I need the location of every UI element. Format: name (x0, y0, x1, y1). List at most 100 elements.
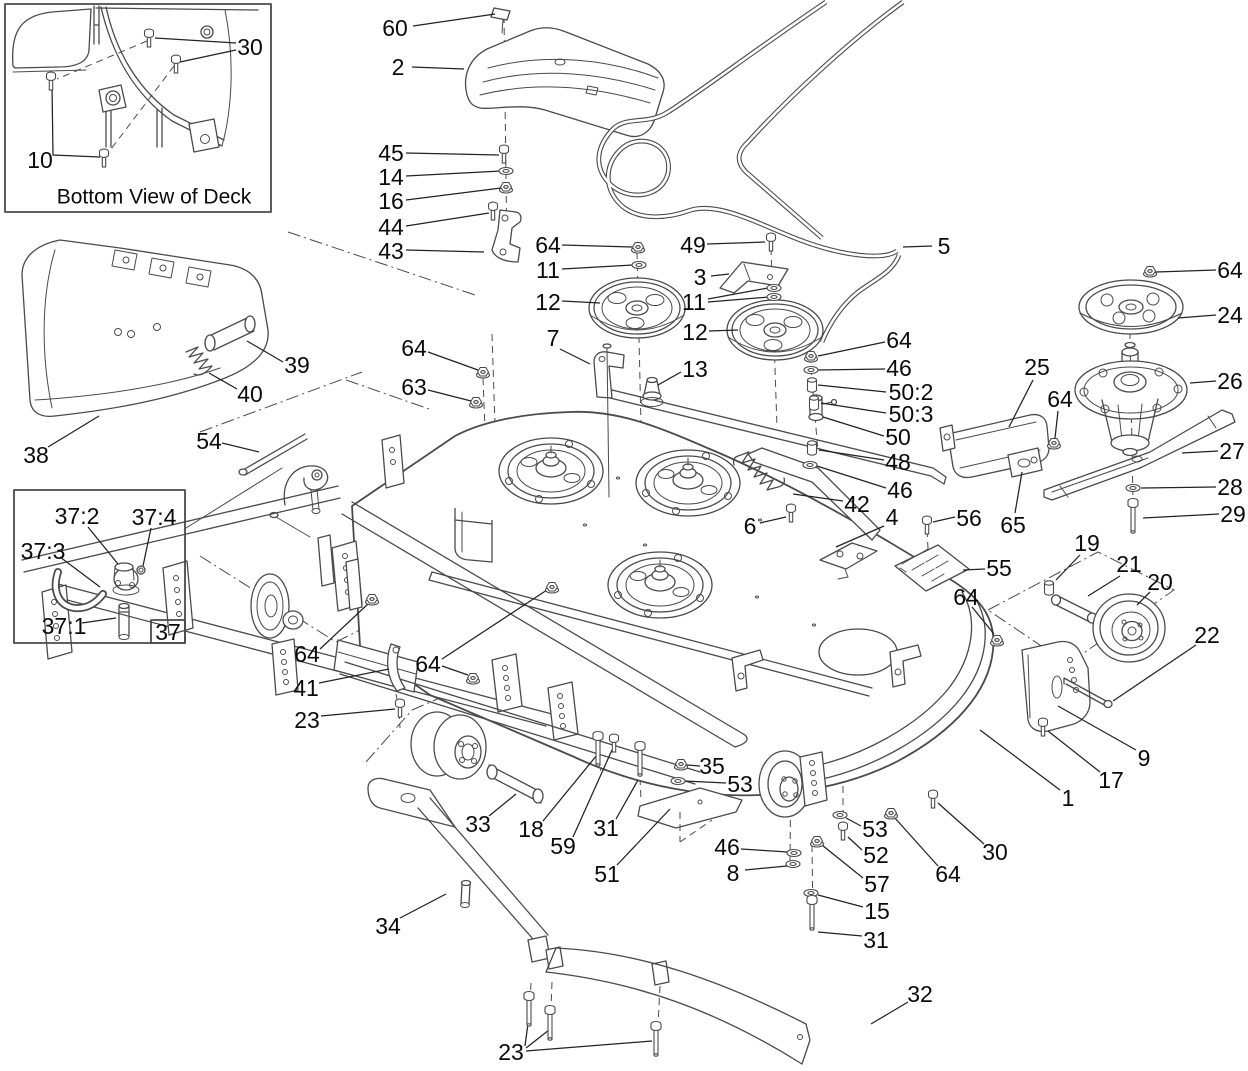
callout-64: 64 (401, 335, 427, 361)
callout-37:2: 37:2 (55, 503, 100, 529)
callout-33: 33 (465, 811, 491, 837)
leader-line-63 (427, 389, 472, 402)
leader-line-56 (932, 516, 956, 523)
callout-57: 57 (864, 871, 890, 897)
callout-3: 3 (694, 264, 707, 290)
leader-line-57 (821, 844, 864, 879)
washer-icon (785, 859, 801, 869)
pulley-24 (1078, 279, 1184, 335)
callout-5: 5 (938, 233, 951, 259)
bolt-icon (921, 515, 933, 535)
leader-line-13 (657, 371, 682, 386)
washer-icon (498, 166, 514, 176)
bolt-icon (498, 144, 510, 164)
spindle-assembly-front (607, 551, 713, 619)
baffle-51 (637, 787, 743, 843)
callout-9: 9 (1138, 745, 1151, 771)
callout-30: 30 (982, 839, 1008, 865)
inset-bottom-view: Bottom View of Deck (4, 3, 272, 213)
leader-line-22 (1112, 644, 1197, 702)
callout-10: 10 (27, 147, 53, 173)
leader-line-10 (51, 85, 101, 158)
callout-64: 64 (294, 641, 320, 667)
nut-icon (1046, 437, 1062, 450)
callout-7: 7 (547, 325, 560, 351)
leader-line-19 (1055, 554, 1081, 581)
callout-24: 24 (1217, 302, 1243, 328)
leader-line-37:2 (87, 526, 119, 565)
leader-line-11 (707, 287, 769, 300)
washer-icon (802, 460, 818, 470)
callout-55: 55 (986, 555, 1012, 581)
bracket-25 (939, 413, 1050, 479)
nut-icon (1142, 265, 1158, 278)
leader-line-46 (740, 848, 789, 853)
leader-line-41 (318, 668, 390, 684)
leader-line-33 (488, 793, 517, 817)
bolt-icon (837, 821, 849, 841)
leader-line-29 (1142, 513, 1220, 519)
washer-icon (803, 365, 819, 375)
leader-line-50:2 (817, 384, 887, 393)
bolt-v-icon (806, 894, 818, 931)
callout-60: 60 (382, 15, 408, 41)
callout-49: 49 (680, 232, 706, 258)
drive-belt (596, 0, 905, 343)
callout-42: 42 (844, 491, 870, 517)
callout-50:2: 50:2 (889, 379, 934, 405)
leader-line-51 (616, 808, 671, 866)
bolt-icon (143, 28, 155, 48)
leader-line-54 (221, 442, 260, 453)
callout-54: 54 (196, 428, 222, 454)
leader-line-34 (399, 893, 447, 919)
leader-line-60 (412, 13, 496, 27)
spindle-assembly-right (635, 449, 741, 517)
callout-46: 46 (887, 477, 913, 503)
callout-64: 64 (953, 584, 979, 610)
leader-line-64 (971, 606, 995, 635)
callout-37:3: 37:3 (21, 538, 66, 564)
callout-12: 12 (535, 289, 561, 315)
callout-14: 14 (378, 164, 404, 190)
leader-line-32 (870, 1001, 909, 1025)
leader-line-43 (405, 249, 485, 253)
callout-18: 18 (518, 816, 544, 842)
leader-line-23 (320, 708, 396, 717)
callout-8: 8 (727, 860, 740, 886)
spacer-icon (808, 395, 820, 411)
leader-line-1 (979, 729, 1061, 791)
callout-63: 63 (401, 374, 427, 400)
callout-64: 64 (1047, 386, 1073, 412)
leader-line-8 (744, 865, 788, 871)
belt-cover (464, 7, 665, 138)
leader-line-65 (1014, 471, 1023, 514)
leader-line-30 (937, 802, 985, 845)
inset-caption: Bottom View of Deck (57, 186, 252, 209)
leader-line-21 (1087, 575, 1121, 597)
leader-line-44 (405, 212, 490, 227)
washer-icon (631, 260, 647, 270)
leader-line-48 (818, 449, 885, 461)
wheel-20-assembly (1021, 593, 1166, 733)
frame-rails (21, 485, 701, 785)
callout-22: 22 (1194, 622, 1220, 648)
callout-23: 23 (498, 1039, 524, 1065)
callout-15: 15 (864, 898, 890, 924)
spindle-26 (1074, 341, 1188, 457)
callout-26: 26 (1217, 368, 1243, 394)
callout-16: 16 (378, 188, 404, 214)
callout-64: 64 (935, 861, 961, 887)
bolt-icon (98, 148, 110, 168)
leader-line-40 (208, 372, 238, 390)
leader-line-50 (822, 416, 885, 437)
callout-43: 43 (378, 238, 404, 264)
blade-27 (1043, 409, 1236, 501)
front-caster-wheel (758, 750, 828, 818)
callout-64: 64 (415, 651, 441, 677)
idler-spring-42 (732, 451, 786, 491)
washer-icon (832, 810, 848, 820)
nut-icon (630, 241, 646, 254)
leader-line-64 (441, 665, 469, 676)
